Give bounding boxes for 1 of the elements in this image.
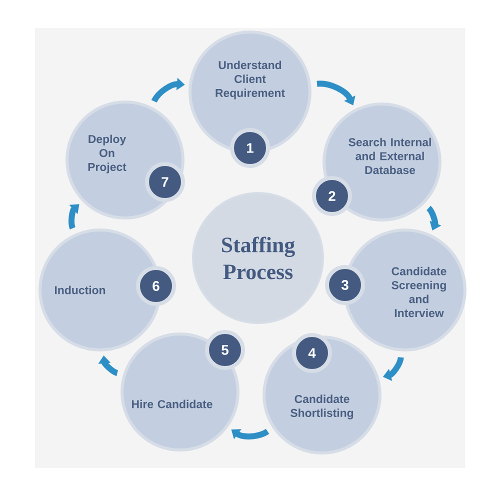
curved-arrow [68,204,80,230]
